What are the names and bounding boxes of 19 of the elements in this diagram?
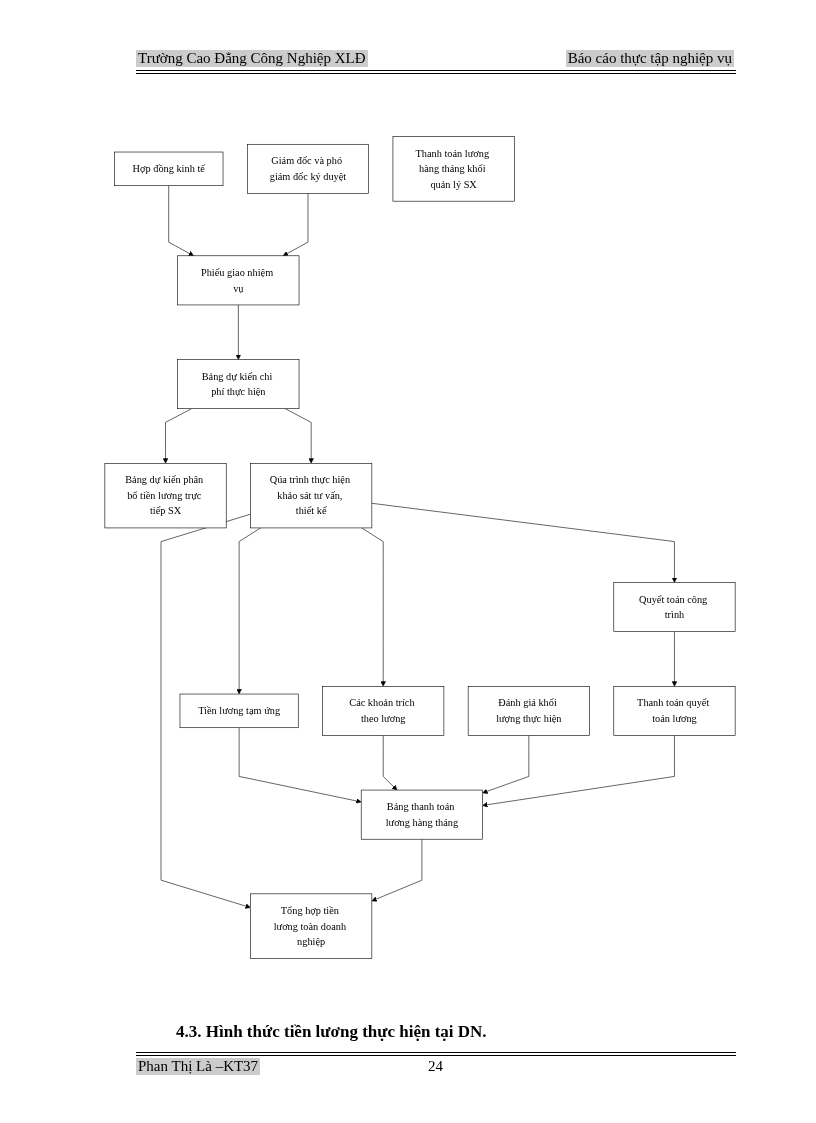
- node-box: Thanh toán lương hàng tháng khối quản lý SX: [392, 136, 515, 202]
- node-box: Phiếu giao nhiệm vụ: [177, 255, 300, 306]
- node-box: Giám đốc và phó giám đốc ký duyệt: [247, 144, 369, 194]
- footer-text: Phan Thị Là –KT37: [136, 1058, 261, 1075]
- node-box: Thanh toán quyết toán lương: [613, 686, 736, 736]
- node-box: Các khoản trích theo lương: [322, 686, 445, 736]
- node-box: Đánh giá khối lượng thực hiện: [467, 686, 590, 736]
- page-number: 24: [428, 1058, 443, 1075]
- node-box: Quyết toán công trình: [613, 582, 736, 632]
- node-box: Bảng thanh toán lương hàng tháng: [360, 789, 483, 840]
- header-text: Báo cáo thực tập nghiệp vụ: [565, 50, 734, 67]
- node-box: Tổng hợp tiền lương toàn doanh nghiệp: [250, 893, 373, 959]
- node-box: Hợp đồng kinh tế: [114, 151, 224, 186]
- header-text: Trường Cao Đẳng Công Nghiệp XLĐ: [136, 50, 368, 67]
- section-heading: 4.3. Hình thức tiền lương thực hiện tại DN.: [176, 1022, 487, 1042]
- node-box: Bảng dự kiến chi phí thực hiện: [177, 359, 300, 409]
- node-box: Qúa trình thực hiện khảo sát tư vấn, thiết kế: [250, 463, 373, 529]
- node-box: Tiền lương tạm ứng: [179, 693, 299, 729]
- node-box: Bảng dự kiến phân bổ tiền lương trực tiếp SX: [104, 463, 227, 529]
